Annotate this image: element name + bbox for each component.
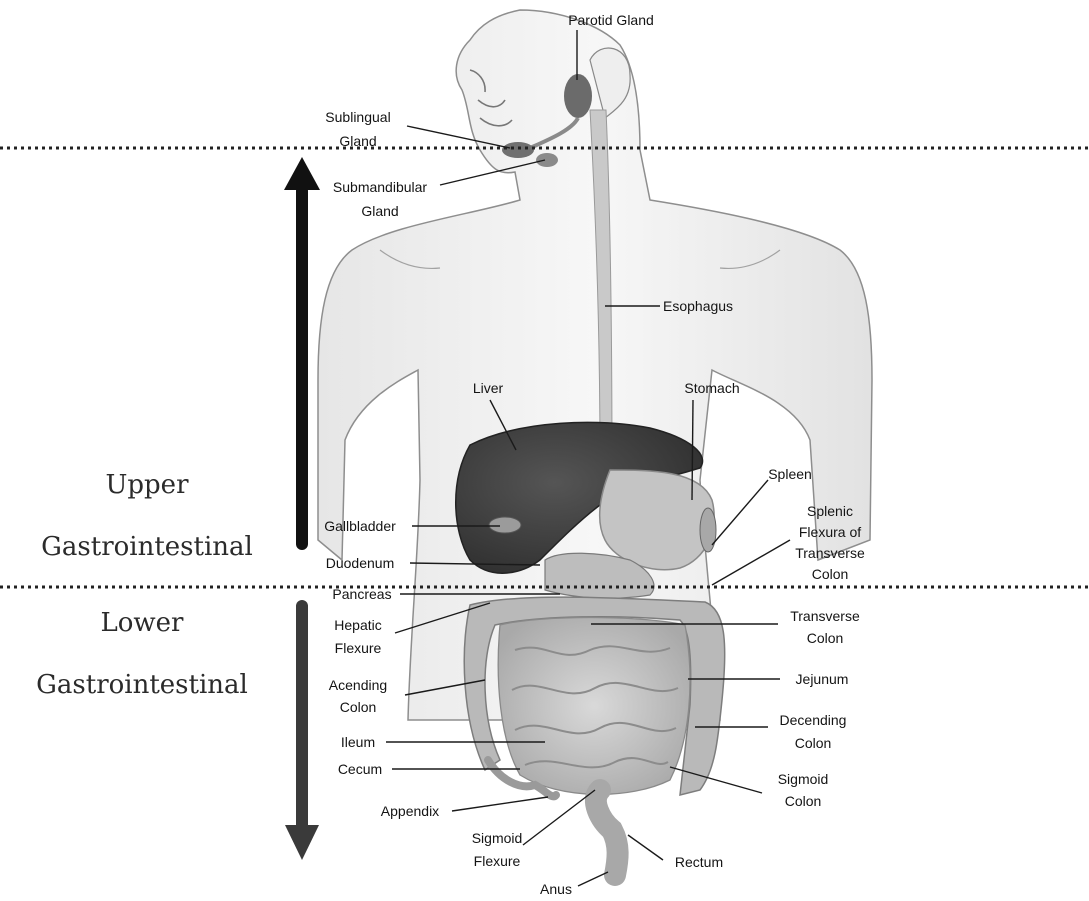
label-pancreas: Pancreas [332,586,391,602]
label-hepatic-flexure-line1: Hepatic [334,617,381,633]
label-hepatic-flexure-line2: Flexure [335,640,382,656]
spleen [700,508,716,552]
label-liver: Liver [473,380,504,396]
label-sigmoid-flexure-line1: Sigmoid [472,830,523,846]
upper-gi-label-line2: Gastrointestinal [41,532,253,562]
label-gallbladder: Gallbladder [324,518,396,534]
label-submandibular-gland-line2: Gland [361,203,398,219]
gallbladder [489,517,521,533]
label-transverse-colon-line2: Colon [807,630,844,646]
upper-gi-arrow [284,157,320,550]
upper-gi-label-line1: Upper [105,470,189,500]
label-anus: Anus [540,881,572,897]
parotid-gland [564,74,592,118]
label-submandibular-gland-line1: Submandibular [333,179,428,195]
label-ileum: Ileum [341,734,375,750]
label-decending-colon-line1: Decending [780,712,847,728]
label-spleen: Spleen [768,466,812,482]
label-sublingual-gland-line1: Sublingual [325,109,390,125]
label-acending-colon-line1: Acending [329,677,387,693]
label-jejunum: Jejunum [796,671,849,687]
sublingual-gland [502,142,534,158]
label-splenic-flexura-line4: Colon [812,566,849,582]
label-stomach: Stomach [684,380,739,396]
sigmoid-rectum [596,790,618,875]
label-sublingual-gland-line2: Gland [339,133,376,149]
label-cecum: Cecum [338,761,382,777]
label-sigmoid-colon-line2: Colon [785,793,822,809]
lower-gi-arrow [285,600,319,860]
label-decending-colon-line2: Colon [795,735,832,751]
stomach [600,470,715,570]
submandibular-gland [536,153,558,167]
label-sigmoid-flexure-line2: Flexure [474,853,521,869]
label-esophagus: Esophagus [663,298,733,314]
label-splenic-flexura-line3: Transverse [795,545,865,561]
label-parotid-gland: Parotid Gland [568,12,654,28]
label-splenic-flexura-line1: Splenic [807,503,853,519]
label-appendix: Appendix [381,803,439,819]
lower-gi-label-line1: Lower [101,608,185,638]
label-acending-colon-line2: Colon [340,699,377,715]
label-duodenum: Duodenum [326,555,395,571]
label-sigmoid-colon-line1: Sigmoid [778,771,829,787]
label-splenic-flexura-line2: Flexura of [799,524,861,540]
lower-gi-label-line2: Gastrointestinal [36,670,248,700]
label-rectum: Rectum [675,854,723,870]
label-transverse-colon-line1: Transverse [790,608,860,624]
